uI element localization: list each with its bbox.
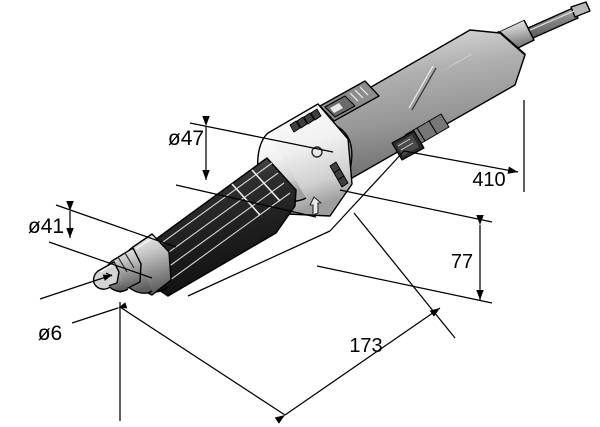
dimension-l410 <box>187 100 525 297</box>
grip-bands <box>231 169 281 216</box>
dimension-label-d41: ø41 <box>28 215 64 238</box>
dimension-labels: ø47 ø41 ø6 410 77 173 <box>28 127 506 357</box>
dimension-label-l410: 410 <box>472 169 505 191</box>
dimension-d6 <box>39 272 128 324</box>
collar-index-mark <box>311 146 323 158</box>
dimension-d41 <box>48 201 177 279</box>
switch-triangle-icon <box>330 103 343 113</box>
knurled-ring-lower <box>329 161 349 188</box>
dimension-l173 <box>119 212 456 424</box>
knurled-ring <box>289 108 322 133</box>
dimension-label-d47: ø47 <box>168 127 204 150</box>
switch-ribs <box>349 86 369 102</box>
dimension-d47 <box>175 116 334 218</box>
dimension-label-l173: 173 <box>349 335 382 357</box>
rating-plate <box>391 130 425 161</box>
dimension-label-d6: ø6 <box>38 322 63 345</box>
dimension-label-l77: 77 <box>451 251 473 273</box>
dimension-l77 <box>316 189 493 304</box>
direction-arrow-up-icon <box>309 196 322 216</box>
slide-switch[interactable] <box>319 80 380 122</box>
